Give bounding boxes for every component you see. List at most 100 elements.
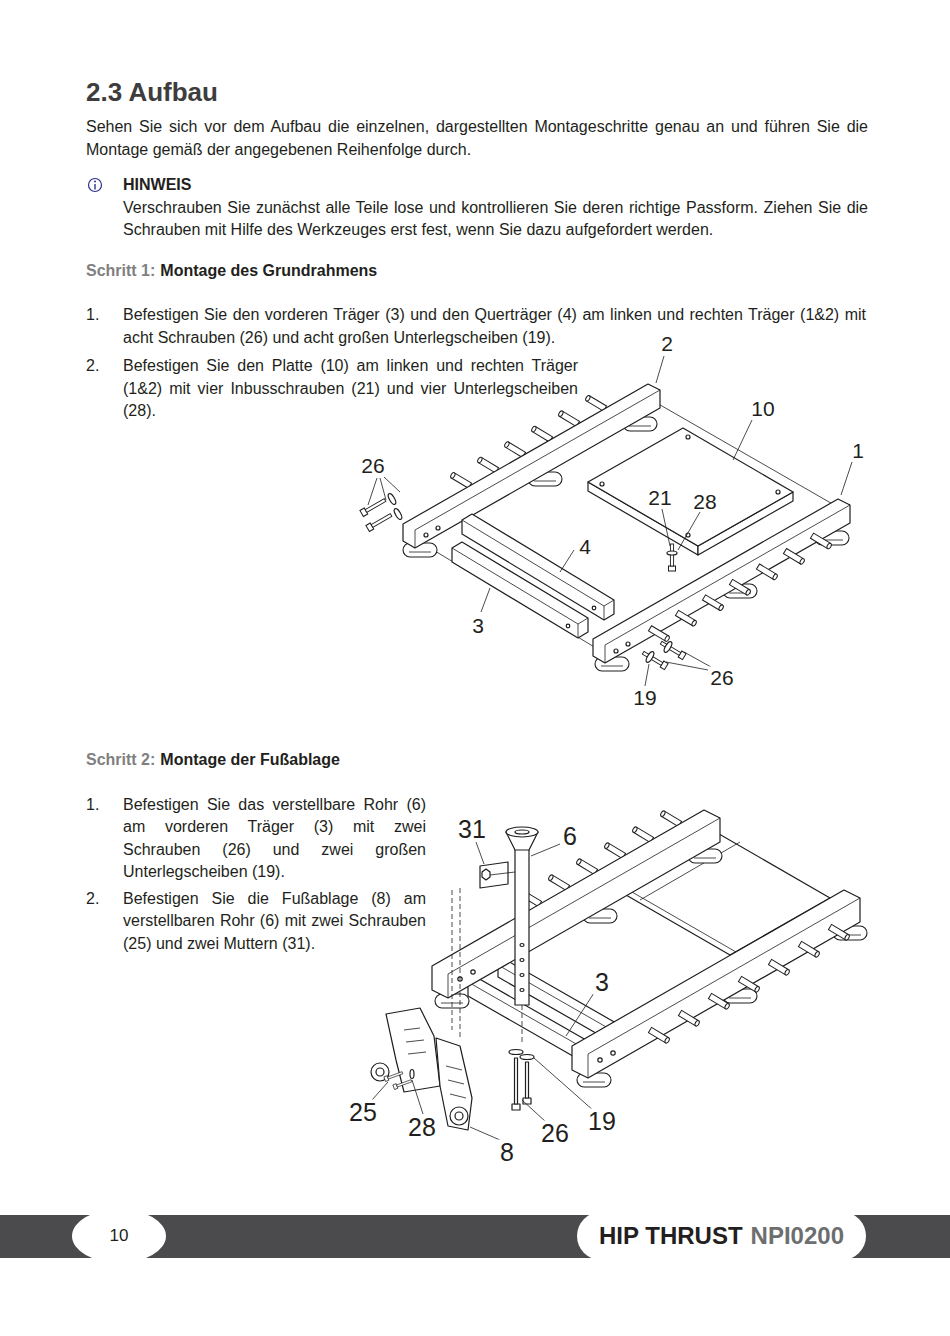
base-frame-illustration [585,395,607,411]
info-icon [94,181,96,183]
footrest-illustration [480,862,508,888]
base-frame-illustration [756,564,778,580]
base-frame-illustration [452,542,588,638]
base-frame-illustration [605,505,850,663]
base-frame-illustration [477,457,499,473]
base-frame-illustration [504,441,526,457]
footrest-illustration [452,888,460,1040]
note-text: Verschrauben Sie zunächst alle Teile los… [123,197,868,242]
page-number: 10 [110,1226,129,1246]
footrest-illustration [520,1055,534,1060]
footrest-illustration [648,1027,670,1043]
base-frame-illustration [393,508,403,521]
callout-number: 1 [850,440,866,461]
footrest-illustration [768,959,790,975]
base-frame-illustration [841,462,852,495]
base-frame-illustration [656,356,664,383]
callout-number: 6 [561,824,579,849]
base-frame-illustration [600,482,604,486]
footrest-illustration [531,844,560,856]
base-frame-illustration [663,641,673,654]
footrest-illustration [371,810,867,1140]
base-frame-illustration [733,420,752,460]
text-row: 2.Befestigen Sie die Fußablage (8) am ve… [86,888,426,956]
footrest-illustration [372,1082,388,1100]
step-heading: Montage des Grundrahmens [160,260,377,283]
callout-number: 10 [749,398,776,419]
footrest-illustration [386,1008,440,1092]
base-frame-illustration [368,477,400,505]
text-group: 1.Befestigen Sie den vorderen Träger (3)… [86,304,866,349]
text-row: 2.Befestigen Sie den Platte (10) am link… [86,355,578,423]
base-frame-illustration [702,595,724,611]
text-row: 1.Befestigen Sie das verstellbare Rohr (… [86,794,426,884]
footrest-illustration [376,1068,384,1076]
text-group: Sehen Sie sich vor dem Aufbau die einzel… [86,116,868,161]
footrest-illustration [598,1058,602,1062]
callout-number: 19 [631,687,658,708]
text-row: Verschrauben Sie zunächst alle Teile los… [123,197,868,242]
base-frame-illustration [593,499,850,663]
footrest-illustration [604,842,626,858]
footrest-illustration [828,924,850,940]
footrest-illustration [432,810,720,998]
callout-number: 3 [593,970,611,995]
info-icon [89,179,102,192]
footrest-illustration [509,1050,523,1055]
info-icon [89,179,102,192]
footrest-illustration [393,1078,412,1089]
footrest-illustration [522,1005,523,1044]
base-frame-illustration [481,588,490,612]
callout-number: 2 [659,333,675,354]
base-frame-illustration [686,435,690,439]
intro-text: Sehen Sie sich vor dem Aufbau die einzel… [86,116,868,161]
base-frame-illustration [662,509,670,546]
footrest-illustration [572,890,860,1078]
footrest-illustration [506,827,538,837]
callout-number: 25 [347,1100,379,1125]
base-frame-illustration [450,472,472,488]
base-frame-illustration [614,649,618,653]
footrest-illustration [566,993,594,1036]
footrest-illustration [512,1104,520,1110]
base-frame-illustration [776,490,780,494]
text-row: Sehen Sie sich vor dem Aufbau die einzel… [86,116,868,161]
base-frame-illustration [667,551,677,555]
footrest-illustration [520,989,524,992]
base-frame-illustration [810,533,832,549]
footrest-illustration [404,1028,466,1098]
callout-number: 3 [470,615,486,636]
step-number: 1. [86,794,123,884]
footrest-illustration [526,1062,529,1098]
base-frame-illustration [659,640,686,660]
footrest-illustration [576,858,598,874]
footrest-illustration [523,1098,531,1104]
callout-number: 26 [708,667,735,688]
callout-number: 4 [577,536,593,557]
step-number: 2. [86,355,123,423]
base-frame-illustration [675,610,697,626]
base-frame-illustration [387,493,397,506]
footrest-illustration [708,993,730,1009]
footrest-illustration [611,1051,615,1055]
product-name: HIP THRUST [599,1222,743,1251]
footrest-illustration [678,1010,700,1026]
callout-number: 19 [586,1109,618,1134]
callout-number: 28 [406,1115,438,1140]
footrest-illustration [520,974,524,977]
text-group: HINWEISVerschrauben Sie zunächst alle Te… [123,174,868,242]
base-frame-illustration [566,624,570,628]
footrest-illustration [448,818,720,998]
instruction-text: Befestigen Sie den Platte (10) am linken… [123,355,578,423]
footrest-illustration [410,1070,414,1079]
base-frame-illustration [452,548,588,638]
footrest-illustration [436,1038,472,1130]
callout-number: 8 [498,1140,516,1165]
footrest-illustration [450,1107,468,1125]
text-group: Schritt 2:Montage der Fußablage [86,749,340,772]
base-frame-illustration [783,549,805,565]
callout-number: 26 [359,455,386,476]
callout-number: 21 [646,487,673,508]
footrest-illustration [471,970,475,974]
footrest-illustration [548,874,570,890]
